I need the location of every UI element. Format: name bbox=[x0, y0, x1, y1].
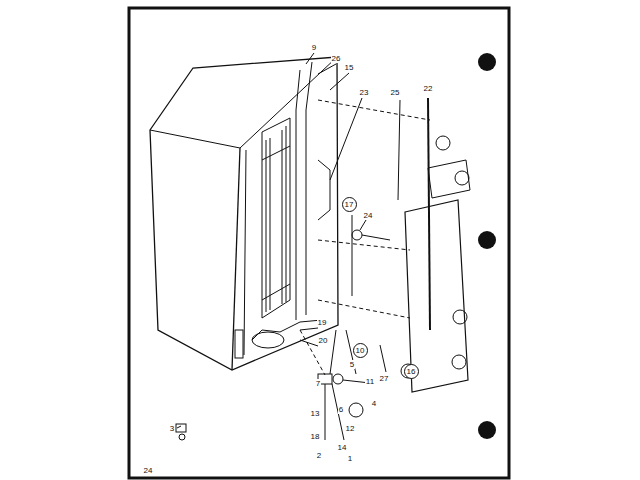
callout-number: 25 bbox=[390, 88, 401, 97]
water-valve bbox=[318, 330, 386, 440]
callout-number: 15 bbox=[344, 63, 355, 72]
callout-number: 27 bbox=[379, 374, 390, 383]
callout-number: 19 bbox=[317, 318, 328, 327]
callout-number: 10 bbox=[356, 346, 365, 355]
callout-number: 13 bbox=[310, 409, 321, 418]
punch-hole bbox=[478, 421, 496, 439]
callout-number: 14 bbox=[337, 443, 348, 452]
callout-number: 26 bbox=[331, 54, 342, 63]
callout-number: 3 bbox=[169, 424, 175, 433]
callout-number: 4 bbox=[371, 399, 377, 408]
callout-number: 1 bbox=[347, 454, 353, 463]
back-panel bbox=[352, 98, 470, 392]
callout-number: 12 bbox=[345, 424, 356, 433]
compressor-area bbox=[235, 320, 322, 358]
circled-callout: 10 bbox=[353, 343, 368, 358]
explode-lines bbox=[300, 100, 430, 375]
punch-hole bbox=[478, 53, 496, 71]
page-frame bbox=[129, 8, 509, 478]
callout-number: 16 bbox=[407, 367, 416, 376]
callout-number: 20 bbox=[318, 336, 329, 345]
empty-callout-circles bbox=[349, 136, 469, 417]
circled-callout: 16 bbox=[404, 364, 419, 379]
punch-hole bbox=[478, 231, 496, 249]
callout-number: 7 bbox=[315, 379, 321, 388]
circled-callout: 17 bbox=[342, 197, 357, 212]
leader-lines bbox=[177, 53, 366, 428]
callout-number: 6 bbox=[338, 405, 344, 414]
valve-part-3 bbox=[176, 424, 186, 440]
callout-number: 9 bbox=[311, 43, 317, 52]
callout-number: 24 bbox=[143, 466, 154, 475]
callout-number: 18 bbox=[310, 432, 321, 441]
callout-number: 17 bbox=[345, 200, 354, 209]
callout-number: 5 bbox=[349, 360, 355, 369]
callout-number: 24 bbox=[363, 211, 374, 220]
callout-number: 23 bbox=[359, 88, 370, 97]
callout-number: 11 bbox=[365, 377, 375, 386]
callout-number: 2 bbox=[316, 451, 322, 460]
cabinet bbox=[150, 57, 338, 370]
callout-number: 22 bbox=[423, 84, 434, 93]
